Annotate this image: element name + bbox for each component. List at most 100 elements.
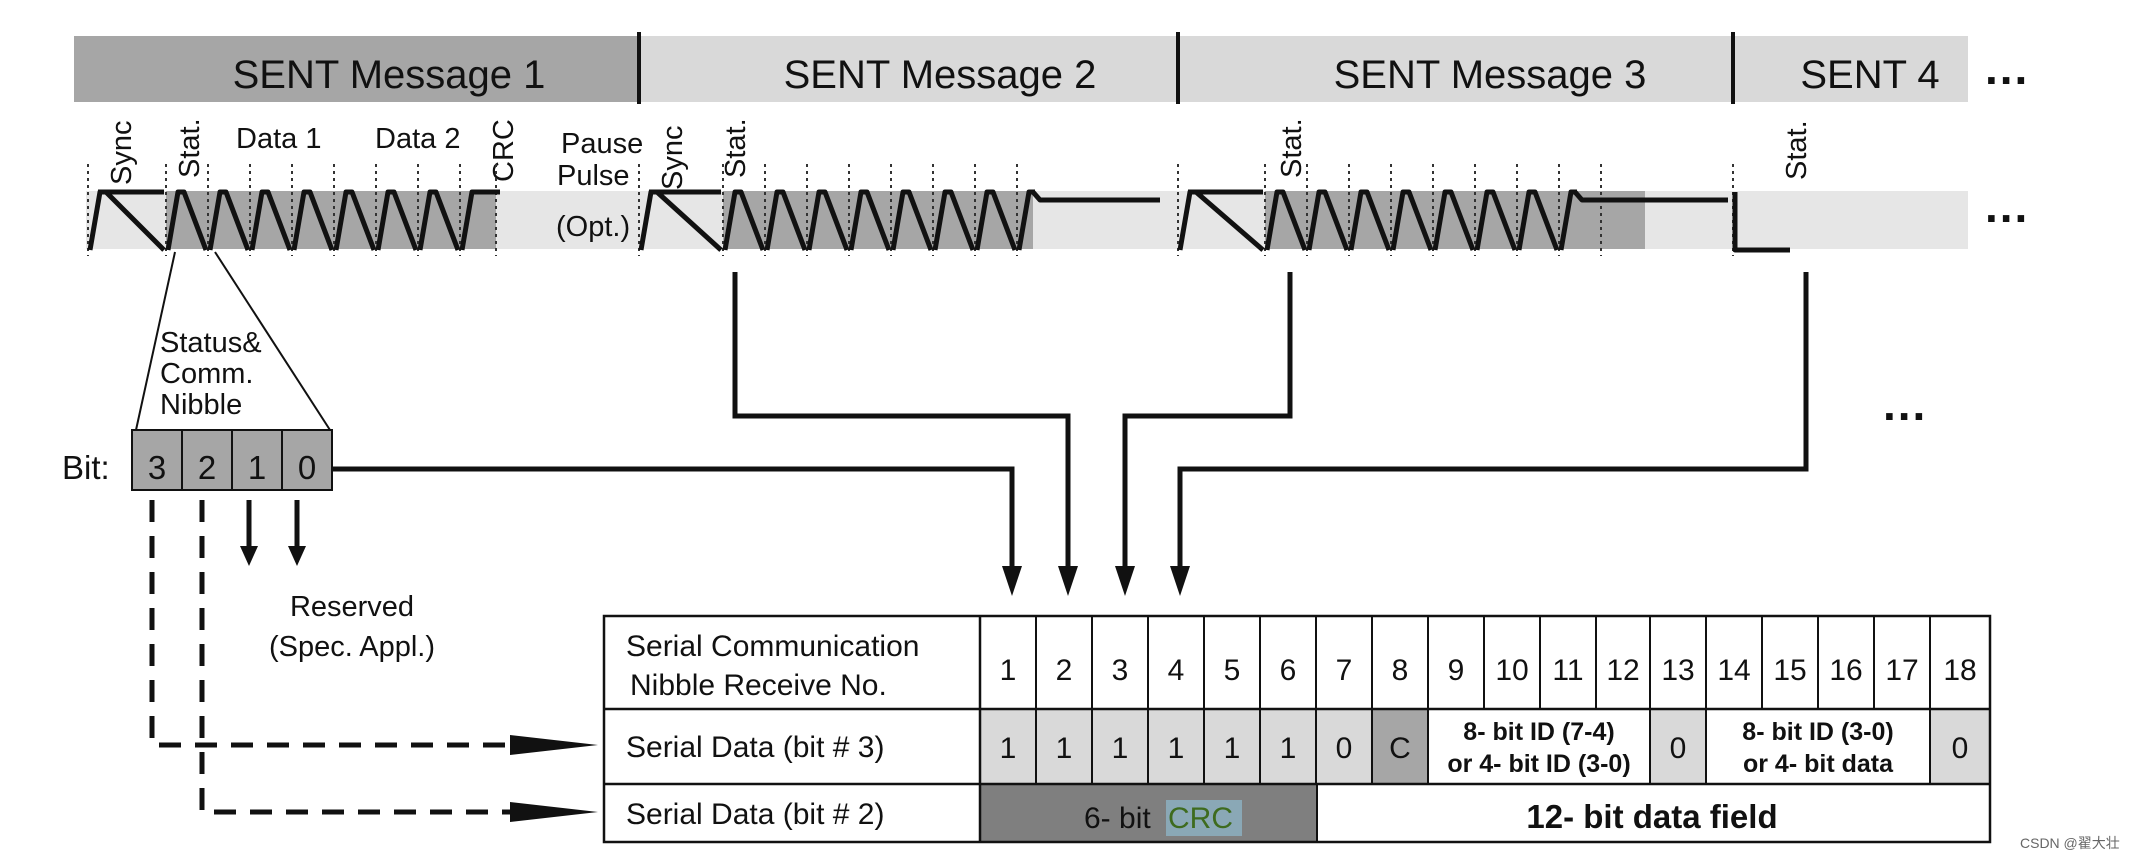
dashed-bit3-to-row: [149, 500, 520, 748]
nibble-number: 1: [1000, 654, 1017, 687]
bit3-cell-c: [1372, 709, 1428, 784]
arrowhead: [1002, 566, 1022, 596]
nibble-number: 9: [1448, 654, 1465, 687]
bit3-nibble-13: 0: [1670, 732, 1687, 765]
bit3-nibble-18: 0: [1952, 732, 1969, 765]
bit3-value: C: [1389, 732, 1411, 765]
crc-cell: [980, 784, 1317, 842]
arrowhead: [240, 546, 258, 566]
waveform-path: [638, 189, 1160, 252]
crc-word: CRC: [1168, 802, 1233, 835]
nibble-number: 7: [1336, 654, 1353, 687]
bit3-value: 1: [1168, 732, 1185, 765]
header-message-3: SENT Message 3: [1334, 53, 1647, 97]
crc-prefix: 6- bit: [1084, 802, 1151, 835]
reserved-label: Reserved: [290, 591, 414, 623]
nibble-number: 8: [1392, 654, 1409, 687]
nibble-number: 13: [1661, 654, 1694, 687]
more-indicator: ...: [1985, 42, 2029, 94]
crc-highlight: [1166, 800, 1242, 836]
zoom-line-right: [214, 251, 331, 431]
data-field-label: 12- bit data field: [1526, 798, 1777, 835]
field-label-stat-2: Stat.: [720, 118, 752, 178]
nibble-number: 10: [1495, 654, 1528, 687]
connector-msg4-to-nibble-4: [1177, 272, 1809, 568]
nibble-number: 16: [1829, 654, 1862, 687]
connector-bit0-to-nibble-1: [332, 466, 1015, 568]
field-label-stat-3: Stat.: [1276, 118, 1308, 178]
header-message-2-4-bg: [639, 36, 1968, 102]
sent-waveforms: [87, 189, 1790, 253]
nibble-number: 5: [1224, 654, 1241, 687]
nibble-number: 11: [1552, 654, 1583, 687]
bit3-value: 1: [1112, 732, 1129, 765]
id-field-1-line-1: 8- bit ID (7-4): [1463, 718, 1614, 746]
more-indicator-arrows: ...: [1883, 378, 1927, 430]
field-label-sync-2: Sync: [657, 126, 689, 190]
field-label-data-2: Data 2: [375, 123, 460, 155]
arrowhead: [510, 735, 598, 755]
connector-msg2-to-nibble-2: [732, 272, 1071, 568]
more-indicator-waveform: ...: [1985, 180, 2029, 232]
arrowhead: [288, 546, 306, 566]
reserved-sub-label: (Spec. Appl.): [269, 631, 435, 663]
dashed-bit2-to-row: [199, 500, 520, 815]
field-label-crc: CRC: [488, 119, 520, 182]
serial-data-table: Serial Communication Nibble Receive No. …: [602, 614, 1992, 844]
id-field-2-line-1: 8- bit ID (3-0): [1742, 718, 1893, 746]
nibble-number: 3: [1112, 654, 1129, 687]
bit-2: 2: [198, 449, 216, 486]
bit3-cell-13: [1650, 709, 1706, 784]
bit-3: 3: [148, 449, 166, 486]
bit3-cell-18: [1930, 709, 1990, 784]
arrowhead: [1170, 566, 1190, 596]
bit-label: Bit:: [62, 449, 110, 486]
id-field-1-line-2: or 4- bit ID (3-0): [1447, 750, 1630, 778]
id-field-2-line-2: or 4- bit data: [1743, 750, 1894, 778]
nibble-number: 15: [1773, 654, 1806, 687]
status-nibble-zoom: Status& Comm. Nibble Bit: 3 2 1 0 Reserv…: [62, 251, 435, 663]
table-column-lines: [1035, 616, 1931, 842]
field-label-data-1: Data 1: [236, 123, 321, 155]
arrowheads: [240, 546, 1190, 822]
watermark: CSDN @翟大壮: [2020, 835, 2120, 851]
connector-msg3-to-nibble-3: [1122, 272, 1293, 568]
nibble-number: 14: [1717, 654, 1750, 687]
row-label-receive-2: Nibble Receive No.: [630, 669, 887, 702]
nibble-number: 2: [1056, 654, 1073, 687]
bit3-value: 1: [1280, 732, 1297, 765]
nibble-tick-markers: [87, 164, 1734, 256]
arrowhead: [510, 802, 598, 822]
nibble-number: 12: [1606, 654, 1639, 687]
status-label-line-3: Nibble: [160, 389, 242, 421]
nibble-number: 6: [1280, 654, 1297, 687]
bit3-value: 1: [1056, 732, 1073, 765]
table-frame: [602, 614, 1992, 844]
message-1-field-labels: Sync Stat. Data 1 Data 2 CRC Pause Pulse…: [106, 118, 1813, 243]
row-label-receive-1: Serial Communication: [626, 630, 919, 663]
connectors: [149, 272, 1809, 815]
field-label-stat: Stat.: [174, 118, 206, 178]
bit3-value: 1: [1000, 732, 1017, 765]
message-header-bar: SENT Message 1 SENT Message 2 SENT Messa…: [74, 32, 2029, 104]
nibble-number: 4: [1168, 654, 1185, 687]
status-label-line-2: Comm.: [160, 358, 253, 390]
field-label-opt: (Opt.): [556, 211, 630, 243]
header-message-1: SENT Message 1: [233, 53, 546, 97]
field-label-pause: Pause: [561, 128, 643, 160]
status-label-line-1: Status&: [160, 327, 262, 359]
waveform-path: [1177, 189, 1728, 252]
bit3-cells-light: [980, 709, 1372, 784]
arrowhead: [1058, 566, 1078, 596]
field-label-stat-4: Stat.: [1781, 120, 1813, 180]
arrowhead: [1115, 566, 1135, 596]
nibble-number: 18: [1943, 654, 1976, 687]
bit-1: 1: [248, 449, 266, 486]
bit3-value: 0: [1336, 732, 1353, 765]
waveform-path: [1732, 192, 1790, 253]
header-message-4: SENT 4: [1800, 53, 1939, 97]
header-message-2: SENT Message 2: [784, 53, 1097, 97]
zoom-line-left: [135, 251, 176, 431]
